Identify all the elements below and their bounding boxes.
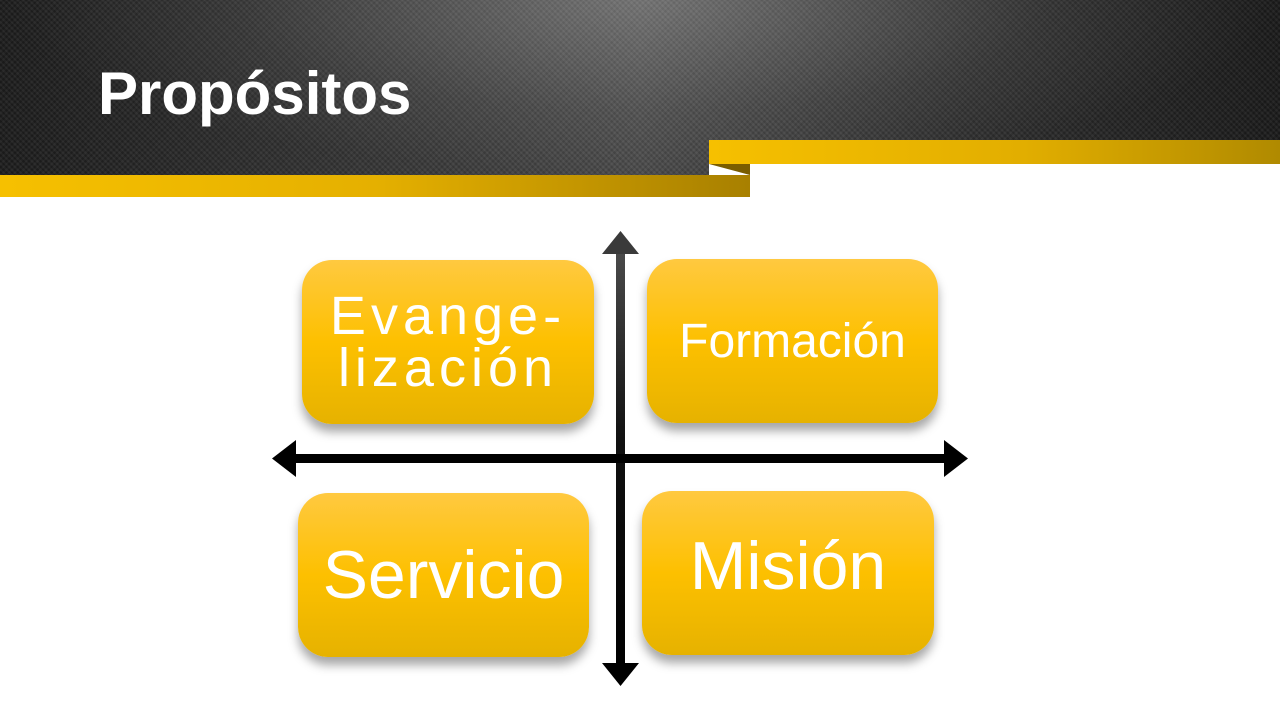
- quadrant-label: Misión: [689, 528, 887, 604]
- gold-accent-bar-left: [0, 175, 750, 197]
- gold-accent-fold: [709, 164, 750, 175]
- arrow-up-icon: [602, 231, 639, 254]
- quadrant-formacion: Formación: [647, 259, 938, 423]
- quadrant-label: Evange- lización: [329, 286, 567, 398]
- quadrant-evangelizacion: Evange- lización: [302, 260, 594, 424]
- arrow-right-icon: [944, 440, 968, 477]
- quadrant-label: Formación: [679, 314, 906, 368]
- arrow-down-icon: [602, 663, 639, 686]
- slide-title: Propósitos: [98, 60, 412, 127]
- header-gap: [709, 164, 1280, 176]
- arrow-left-icon: [272, 440, 296, 477]
- quadrant-label: Servicio: [322, 537, 565, 613]
- quadrant-mision: Misión: [642, 491, 934, 655]
- horizontal-axis-line: [292, 454, 948, 463]
- quadrant-servicio: Servicio: [298, 493, 589, 657]
- gold-accent-bar-right: [709, 140, 1280, 164]
